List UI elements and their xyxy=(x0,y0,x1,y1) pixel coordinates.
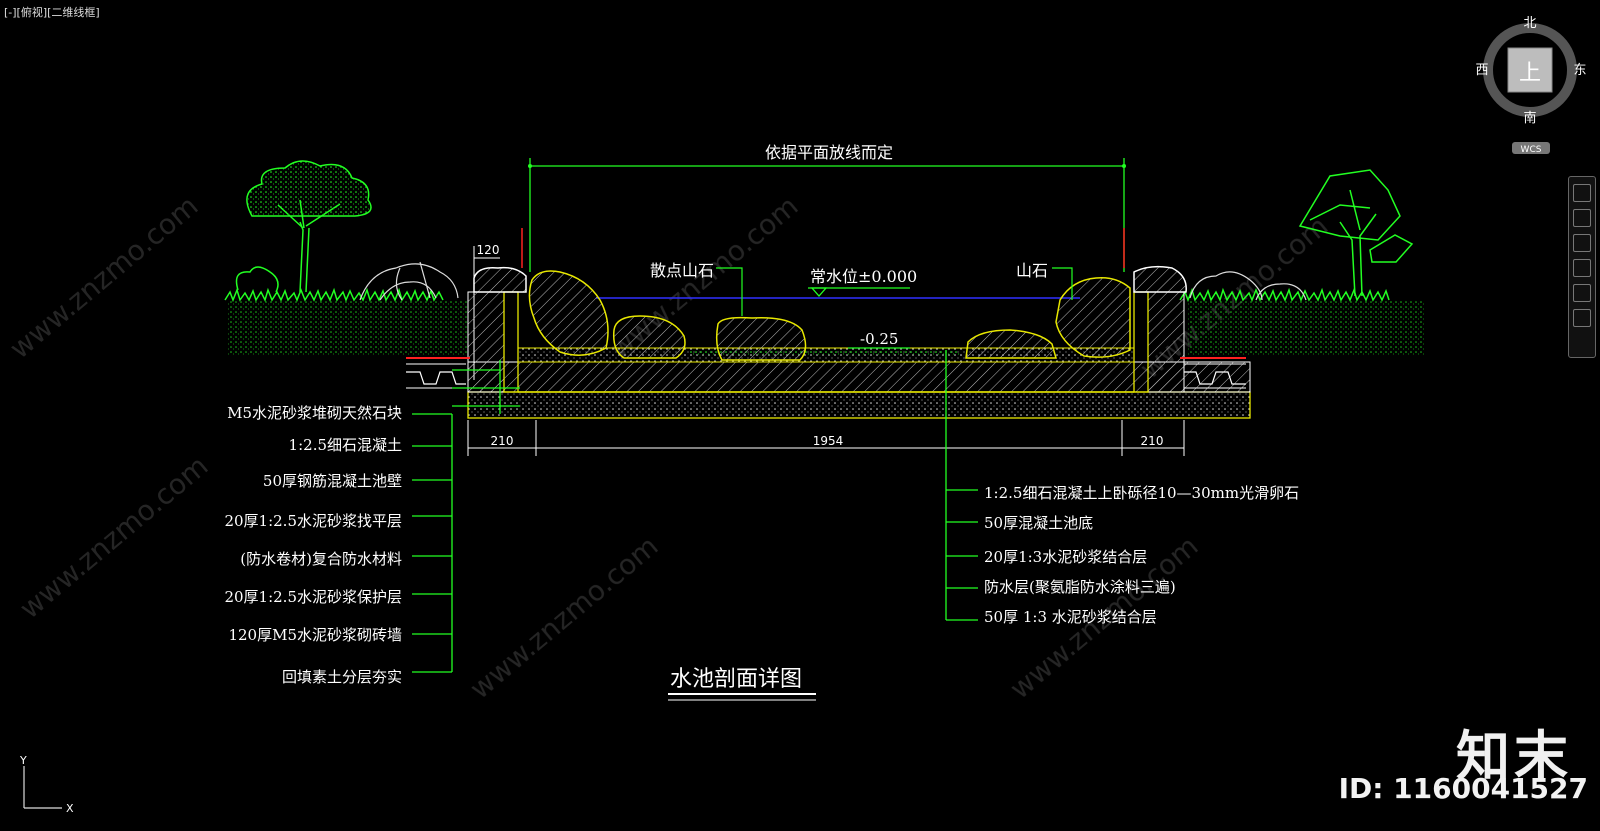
top-dimension-label: 依据平面放线而定 xyxy=(765,143,893,162)
watermark-site-4: www.znzmo.com xyxy=(13,449,214,625)
wcs-label: WCS xyxy=(1521,145,1542,155)
right-leader-lines xyxy=(945,350,978,621)
left-label-6: 20厚1:2.5水泥砂浆保护层 xyxy=(224,588,402,606)
wall-dimension-label: 120 xyxy=(477,243,500,257)
watermark-site-1: www.znzmo.com xyxy=(3,189,204,365)
right-label-5: 50厚 1:3 水泥砂浆结合层 xyxy=(984,608,1157,626)
bottom-level-label: -0.25 xyxy=(860,330,898,348)
compass-south: 南 xyxy=(1523,110,1536,126)
normal-water-level-label: 常水位±0.000 xyxy=(810,267,917,286)
ucs-y-label: Y xyxy=(19,754,27,767)
tree-right xyxy=(1298,169,1414,297)
zoom-button[interactable] xyxy=(1573,209,1591,227)
left-labels: M5水泥砂浆堆砌天然石块 1:2.5细石混凝土 50厚钢筋混凝土池壁 20厚1:… xyxy=(224,404,402,686)
compass-north: 北 xyxy=(1523,16,1536,31)
annotation-leaders xyxy=(716,267,1073,349)
bottom-dim-right: 210 xyxy=(1141,434,1164,448)
scattered-rocks-label: 散点山石 xyxy=(650,261,714,280)
left-leader-lines xyxy=(412,360,520,673)
rocks xyxy=(473,265,1187,361)
top-dimension: 依据平面放线而定 xyxy=(528,143,1126,272)
left-label-1: M5水泥砂浆堆砌天然石块 xyxy=(227,404,402,422)
settings-button[interactable] xyxy=(1573,309,1591,327)
right-label-4: 防水层(聚氨脂防水涂料三遍) xyxy=(984,578,1176,596)
left-label-5: (防水卷材)复合防水材料 xyxy=(240,550,402,568)
shrub-left xyxy=(359,261,459,301)
left-label-2: 1:2.5细石混凝土 xyxy=(289,436,402,454)
compass-west: 西 xyxy=(1475,63,1488,78)
view-cube[interactable]: 上 北 南 东 西 WCS xyxy=(1475,16,1586,155)
ground-grass xyxy=(224,287,1424,356)
rockery-label: 山石 xyxy=(1016,261,1048,280)
ucs-x-label: X xyxy=(66,802,74,815)
left-label-7: 120厚M5水泥砂浆砌砖墙 xyxy=(228,626,402,644)
right-labels: 1:2.5细石混凝土上卧砾径10—30mm光滑卵石 50厚混凝土池底 20厚1:… xyxy=(984,484,1299,626)
orbit-button[interactable] xyxy=(1573,234,1591,252)
navigation-bar[interactable] xyxy=(1568,176,1596,358)
viewport-label[interactable]: [-][俯视][二维线框] xyxy=(4,6,100,19)
bottom-dimensions xyxy=(467,420,1185,456)
bottom-dim-left: 210 xyxy=(491,434,514,448)
shrub-right xyxy=(1189,271,1307,301)
ucs-icon xyxy=(23,766,62,809)
drawing-title: 水池剖面详图 xyxy=(670,667,802,692)
watermark-site-5: www.znzmo.com xyxy=(463,529,664,705)
watermark-id: ID: 1160041527 xyxy=(1338,772,1588,805)
tree-left xyxy=(235,160,372,293)
steering-wheel-button[interactable] xyxy=(1573,284,1591,302)
bottom-dim-center: 1954 xyxy=(813,434,844,448)
right-label-3: 20厚1:3水泥砂浆结合层 xyxy=(984,548,1147,566)
view-cube-top: 上 xyxy=(1519,61,1541,86)
left-label-4: 20厚1:2.5水泥砂浆找平层 xyxy=(224,512,402,530)
right-label-1: 1:2.5细石混凝土上卧砾径10—30mm光滑卵石 xyxy=(984,484,1299,502)
compass-east: 东 xyxy=(1573,63,1586,78)
wcs-button[interactable] xyxy=(1512,142,1550,154)
water-level-marker: 常水位±0.000 xyxy=(808,267,917,297)
watermark-brand: 知末 xyxy=(1456,725,1572,788)
right-label-2: 50厚混凝土池底 xyxy=(984,514,1093,532)
showmotion-button[interactable] xyxy=(1573,259,1591,277)
left-label-3: 50厚钢筋混凝土池壁 xyxy=(263,472,402,490)
left-label-8: 回填素土分层夯实 xyxy=(282,668,402,686)
pan-button[interactable] xyxy=(1573,184,1591,202)
